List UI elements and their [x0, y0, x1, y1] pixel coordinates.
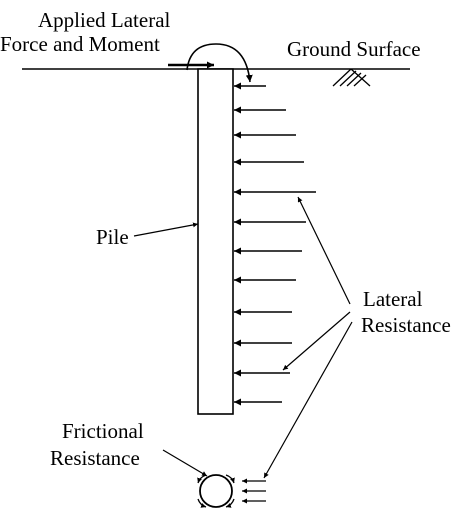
- lateral-resistance-label-line1: Lateral: [363, 287, 423, 311]
- pile-label-leader: [133, 222, 199, 237]
- lateral-resistance-label-line2: Resistance: [361, 313, 451, 337]
- pile-shaft: [197, 68, 234, 415]
- pile-label: Pile: [96, 225, 129, 249]
- lateral-resistance-leaders: [263, 196, 353, 479]
- applied-force-label-line1: Applied Lateral: [38, 8, 171, 32]
- lateral-resistance-arrows: [234, 82, 316, 406]
- frictional-resistance-label-line1: Frictional: [62, 419, 144, 443]
- frictional-resistance-label-line2: Resistance: [50, 446, 140, 470]
- frictional-leader: [162, 449, 208, 477]
- applied-moment-arc: [186, 43, 253, 83]
- cross-section-lateral-arrows: [242, 478, 266, 504]
- pile-cross-section: [199, 474, 233, 508]
- ground-surface-label: Ground Surface: [287, 37, 421, 61]
- applied-force-label-line2: Force and Moment: [0, 32, 160, 56]
- ground-hatch-symbol: [332, 68, 371, 87]
